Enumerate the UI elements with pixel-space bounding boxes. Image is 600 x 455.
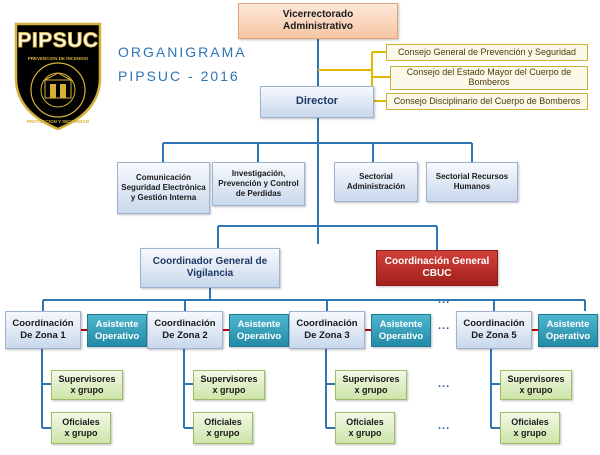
ellipsis-supervisors: ...: [438, 378, 451, 390]
council-label: Consejo Disciplinario del Cuerpo de Bomb…: [393, 95, 581, 106]
vicerrectorado-line2: Administrativo: [282, 21, 353, 32]
council-label: Consejo General de Prevención y Segurida…: [397, 46, 577, 57]
node-supervisors-zone-5: Supervisores x grupo: [500, 370, 572, 400]
assistant-line2: Operativo: [236, 330, 282, 342]
node-zone-2: Coordinación De Zona 2: [147, 311, 223, 349]
officers-line1: Oficiales: [62, 416, 100, 427]
zone-line1: Coordinación: [154, 318, 216, 330]
council-label: Consejo del Estado Mayor del Cuerpo de B…: [406, 67, 572, 87]
unit-label: Sectorial Recursos Humanos: [435, 172, 509, 191]
assistant-line1: Asistente: [379, 318, 423, 330]
officers-line2: x grupo: [64, 428, 98, 438]
assistant-line2: Operativo: [378, 330, 424, 342]
zone-line2: De Zona 5: [471, 330, 517, 341]
vicerrectorado-line1: Vicerrectorado: [282, 8, 354, 20]
node-assistant-zone-5: Asistente Operativo: [538, 314, 598, 347]
supervisors-line2: x grupo: [519, 385, 553, 395]
zone-line1: Coordinación: [463, 318, 525, 330]
node-unit-administracion: Sectorial Administración: [334, 162, 418, 202]
chart-title-line1: ORGANIGRAMA: [118, 44, 247, 60]
node-coord-cbuc: Coordinación General CBUC: [376, 250, 498, 286]
supervisors-line2: x grupo: [212, 385, 246, 395]
supervisors-line1: Supervisores: [58, 373, 116, 384]
node-assistant-zone-3: Asistente Operativo: [371, 314, 431, 347]
ellipsis-zones: ...: [438, 320, 451, 332]
logo-ring-bottom: PROTECCION Y SEGURIDAD: [26, 119, 90, 124]
zone-line2: De Zona 2: [162, 330, 208, 341]
node-officers-zone-2: Oficiales x grupo: [193, 412, 253, 444]
supervisors-line2: x grupo: [70, 385, 104, 395]
node-zone-3: Coordinación De Zona 3: [289, 311, 365, 349]
officers-line1: Oficiales: [204, 416, 242, 427]
officers-line2: x grupo: [348, 428, 382, 438]
ellipsis-officers: ...: [438, 420, 451, 432]
node-supervisors-zone-2: Supervisores x grupo: [193, 370, 265, 400]
officers-line2: x grupo: [206, 428, 240, 438]
node-officers-zone-3: Oficiales x grupo: [335, 412, 395, 444]
coord-vigilancia-label: Coordinador General de Vigilancia: [152, 255, 268, 280]
node-council-disciplinario: Consejo Disciplinario del Cuerpo de Bomb…: [386, 93, 588, 110]
node-assistant-zone-2: Asistente Operativo: [229, 314, 289, 347]
node-officers-zone-1: Oficiales x grupo: [51, 412, 111, 444]
assistant-line2: Operativo: [545, 330, 591, 342]
node-council-prevencion: Consejo General de Prevención y Segurida…: [386, 44, 588, 61]
zone-line1: Coordinación: [12, 318, 74, 330]
supervisors-line1: Supervisores: [342, 373, 400, 384]
node-officers-zone-5: Oficiales x grupo: [500, 412, 560, 444]
assistant-line1: Asistente: [546, 318, 590, 330]
supervisors-line1: Supervisores: [507, 373, 565, 384]
node-supervisors-zone-3: Supervisores x grupo: [335, 370, 407, 400]
node-zone-1: Coordinación De Zona 1: [5, 311, 81, 349]
officers-line2: x grupo: [513, 428, 547, 438]
unit-label: Comunicación Seguridad Electrónica y Ges…: [121, 173, 206, 202]
pipsuc-logo: PIPSUC PREVENCION DE INCENDIO PROTECCION…: [12, 20, 104, 132]
unit-label: Sectorial Administración: [346, 172, 406, 191]
logo-ring-top: PREVENCION DE INCENDIO: [27, 56, 89, 61]
assistant-line2: Operativo: [94, 330, 140, 342]
zone-line2: De Zona 3: [304, 330, 350, 341]
supervisors-line1: Supervisores: [200, 373, 258, 384]
officers-line1: Oficiales: [346, 416, 384, 427]
supervisors-line2: x grupo: [354, 385, 388, 395]
node-unit-investigacion: Investigación, Prevención y Control de P…: [212, 162, 305, 206]
node-supervisors-zone-1: Supervisores x grupo: [51, 370, 123, 400]
cbuc-line1: Coordinación General: [384, 255, 490, 267]
node-zone-5: Coordinación De Zona 5: [456, 311, 532, 349]
node-assistant-zone-1: Asistente Operativo: [87, 314, 147, 347]
cbuc-line2: CBUC: [422, 268, 452, 279]
zone-line1: Coordinación: [296, 318, 358, 330]
node-director: Director: [260, 86, 374, 118]
node-unit-comunicacion: Comunicación Seguridad Electrónica y Ges…: [117, 162, 210, 214]
node-coord-vigilancia: Coordinador General de Vigilancia: [140, 248, 280, 288]
ellipsis-top: ...: [438, 294, 451, 306]
assistant-line1: Asistente: [95, 318, 139, 330]
zone-line2: De Zona 1: [20, 330, 66, 341]
unit-label: Investigación, Prevención y Control de P…: [218, 169, 299, 198]
assistant-line1: Asistente: [237, 318, 281, 330]
director-label: Director: [295, 95, 339, 108]
chart-title-line2: PIPSUC - 2016: [118, 68, 240, 84]
node-unit-recursos-humanos: Sectorial Recursos Humanos: [426, 162, 518, 202]
logo-wordmark: PIPSUC: [17, 29, 99, 53]
node-vicerrectorado: Vicerrectorado Administrativo: [238, 3, 398, 39]
officers-line1: Oficiales: [511, 416, 549, 427]
node-council-estado-mayor: Consejo del Estado Mayor del Cuerpo de B…: [390, 66, 588, 90]
